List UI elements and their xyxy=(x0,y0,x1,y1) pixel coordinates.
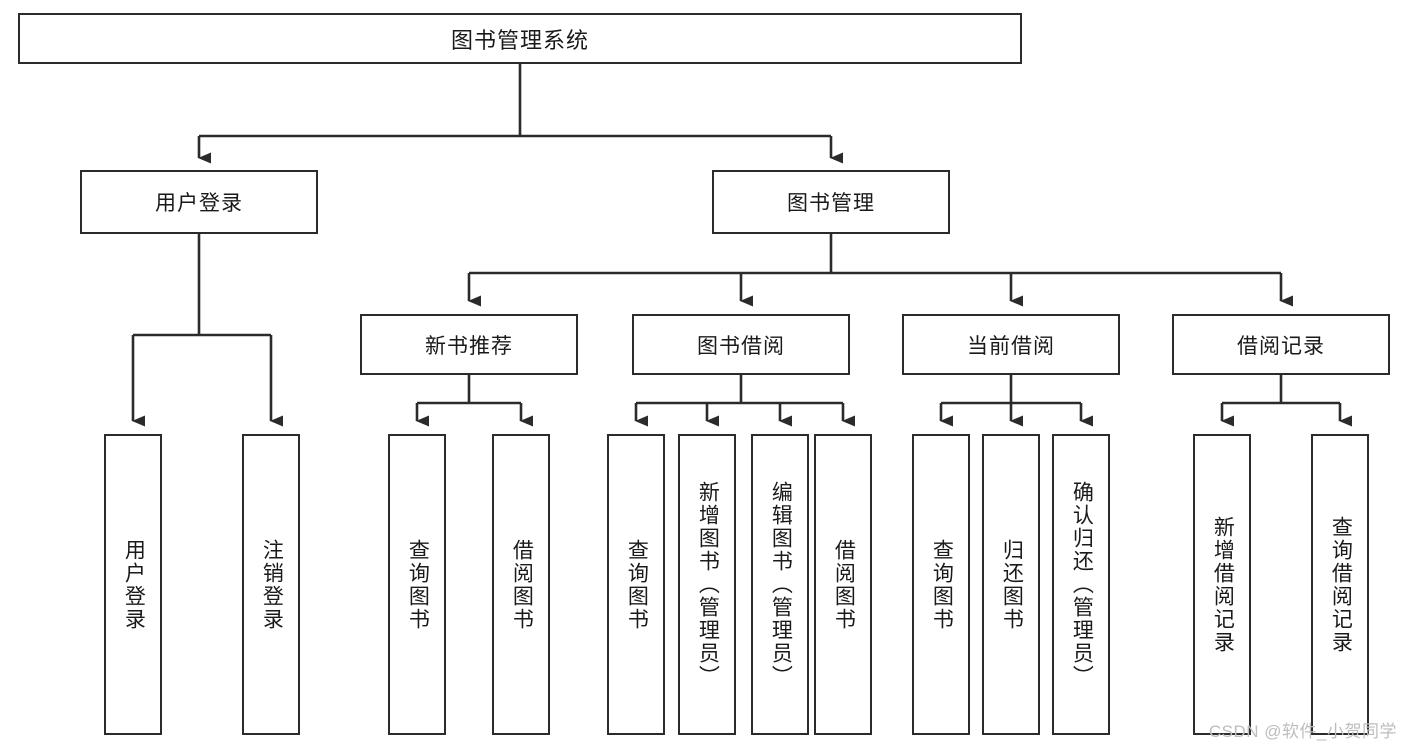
node-label: 图书管理 xyxy=(787,192,875,215)
node-label: 借阅图书 xyxy=(510,538,534,631)
leaf-query-book-3[interactable]: 查询图书 xyxy=(912,434,970,735)
node-label: 查询借阅记录 xyxy=(1329,515,1353,654)
node-label: 用户登录 xyxy=(122,538,146,631)
node-label: 查询图书 xyxy=(930,538,954,631)
node-book-management[interactable]: 图书管理 xyxy=(712,170,950,234)
node-label: 当前借阅 xyxy=(967,334,1055,358)
node-label: 新增图书（管理员） xyxy=(696,481,720,688)
leaf-query-book-2[interactable]: 查询图书 xyxy=(607,434,665,735)
node-borrow-record[interactable]: 借阅记录 xyxy=(1172,314,1390,375)
node-label: 查询图书 xyxy=(625,538,649,631)
node-label: 确认归还（管理员） xyxy=(1070,481,1094,688)
node-user-login[interactable]: 用户登录 xyxy=(80,170,318,234)
leaf-borrow-book-2[interactable]: 借阅图书 xyxy=(814,434,872,735)
node-label: 借阅图书 xyxy=(832,538,856,631)
node-root-system[interactable]: 图书管理系统 xyxy=(18,13,1022,64)
leaf-edit-book[interactable]: 编辑图书（管理员） xyxy=(751,434,809,735)
node-book-borrow[interactable]: 图书借阅 xyxy=(632,314,850,375)
leaf-query-book-1[interactable]: 查询图书 xyxy=(388,434,446,735)
leaf-user-login[interactable]: 用户登录 xyxy=(104,434,162,735)
node-current-borrow[interactable]: 当前借阅 xyxy=(902,314,1120,375)
node-label: 图书管理系统 xyxy=(450,27,589,53)
leaf-user-logout[interactable]: 注销登录 xyxy=(242,434,300,735)
leaf-return-book[interactable]: 归还图书 xyxy=(982,434,1040,735)
leaf-query-record[interactable]: 查询借阅记录 xyxy=(1311,434,1369,735)
leaf-add-record[interactable]: 新增借阅记录 xyxy=(1193,434,1251,735)
node-label: 新增借阅记录 xyxy=(1211,515,1235,654)
node-label: 新书推荐 xyxy=(425,334,513,358)
leaf-borrow-book-1[interactable]: 借阅图书 xyxy=(492,434,550,735)
node-label: 用户登录 xyxy=(155,192,243,215)
node-label: 借阅记录 xyxy=(1237,334,1325,358)
leaf-confirm-return[interactable]: 确认归还（管理员） xyxy=(1052,434,1110,735)
node-label: 查询图书 xyxy=(406,538,430,631)
node-label: 图书借阅 xyxy=(697,334,785,358)
leaf-add-book[interactable]: 新增图书（管理员） xyxy=(678,434,736,735)
node-label: 注销登录 xyxy=(260,538,284,631)
node-label: 归还图书 xyxy=(1000,538,1024,631)
watermark-text: CSDN @软件_小贺同学 xyxy=(1208,722,1397,741)
node-new-book-recommend[interactable]: 新书推荐 xyxy=(360,314,578,375)
node-label: 编辑图书（管理员） xyxy=(769,481,793,688)
